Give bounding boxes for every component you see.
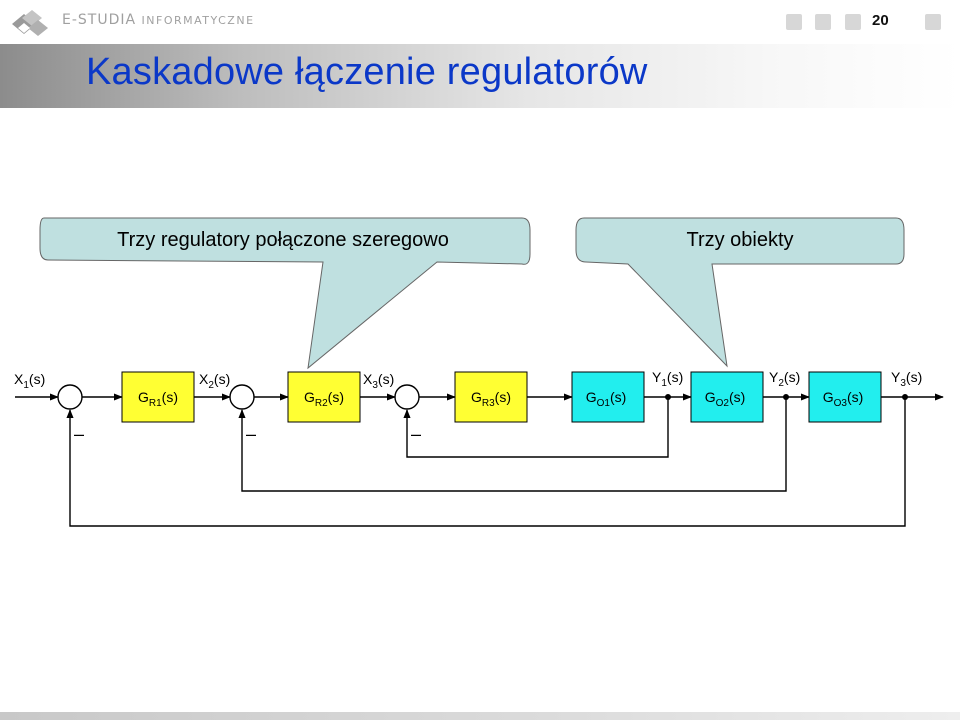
block-go3 <box>808 371 882 423</box>
callout-left <box>39 217 531 370</box>
brand-sub: INFORMATYCZNE <box>141 14 255 27</box>
signal-x3-label: X3(s) <box>363 371 394 391</box>
footer-bar <box>0 712 960 720</box>
signal-y2-label: Y2(s) <box>769 369 800 389</box>
block-gr3-label: GR3(s) <box>471 389 511 409</box>
branch-point-y1 <box>665 394 671 400</box>
block-gr1 <box>121 371 195 423</box>
branch-point-y2 <box>783 394 789 400</box>
signal-x1-label: X1(s) <box>14 371 45 391</box>
block-gr3 <box>454 371 528 423</box>
title-band <box>0 44 960 108</box>
nav-square-3[interactable] <box>845 14 861 30</box>
brand-main: E-STUDIA <box>62 12 137 28</box>
block-gr2 <box>287 371 361 423</box>
callout-right-text: Trzy obiekty <box>686 229 793 251</box>
page-number: 20 <box>872 12 889 29</box>
summing-junction-2 <box>229 384 255 410</box>
summing-junction-3 <box>394 384 420 410</box>
signal-y1-label: Y1(s) <box>652 369 683 389</box>
block-go2 <box>690 371 764 423</box>
block-go1 <box>571 371 645 423</box>
callout-left-text: Trzy regulatory połączone szeregowo <box>117 229 449 251</box>
block-go3-label: GO3(s) <box>823 389 864 409</box>
minus-sign-1: – <box>74 424 84 444</box>
signal-x2-label: X2(s) <box>199 371 230 391</box>
slide-title: Kaskadowe łączenie regulatorów <box>86 51 648 93</box>
minus-sign-3: – <box>411 424 421 444</box>
block-gr2-label: GR2(s) <box>304 389 344 409</box>
summing-junction-1 <box>57 384 83 410</box>
nav-square-1[interactable] <box>786 14 802 30</box>
block-go1-label: GO1(s) <box>586 389 627 409</box>
nav-square-2[interactable] <box>815 14 831 30</box>
callout-right <box>575 217 905 368</box>
e-studia-logo-icon <box>12 10 48 36</box>
branch-point-y3 <box>902 394 908 400</box>
block-go2-label: GO2(s) <box>705 389 746 409</box>
brand-wordmark: E-STUDIA INFORMATYCZNE <box>62 12 255 28</box>
nav-square-4[interactable] <box>925 14 941 30</box>
header-bar: E-STUDIA INFORMATYCZNE 20 <box>0 0 960 44</box>
minus-sign-2: – <box>246 424 256 444</box>
signal-y3-label: Y3(s) <box>891 369 922 389</box>
block-gr1-label: GR1(s) <box>138 389 178 409</box>
